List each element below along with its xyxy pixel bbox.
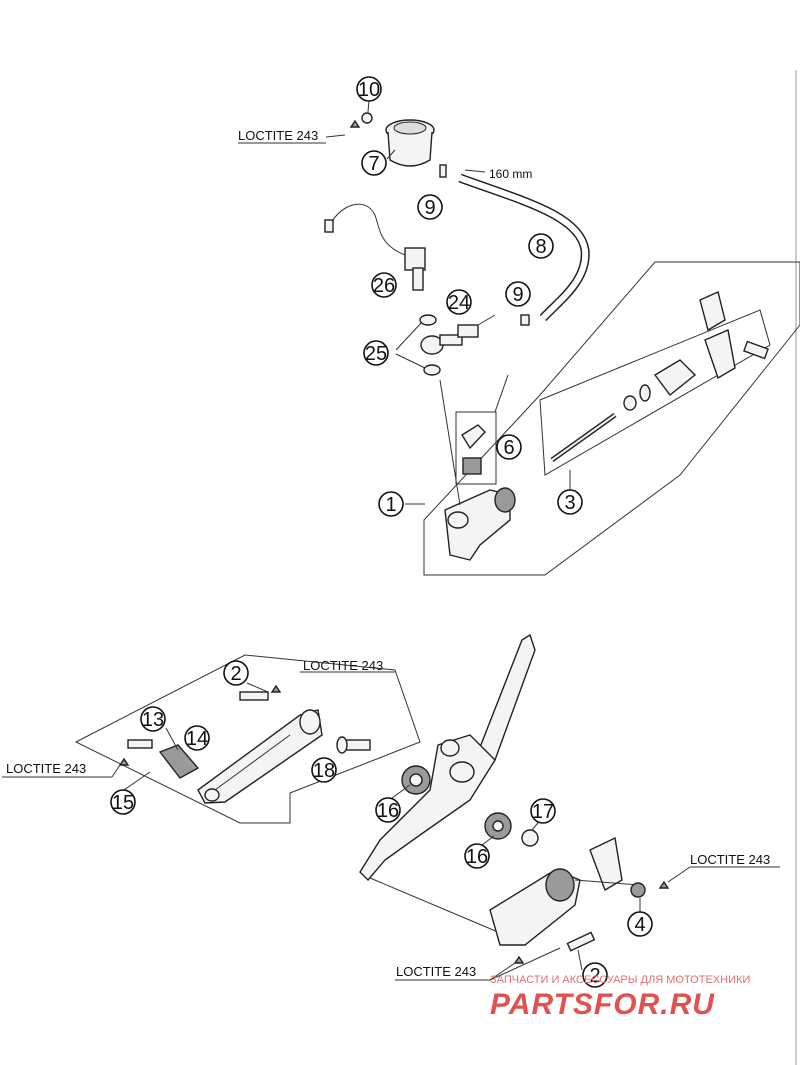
callout-16: 16 [464, 843, 490, 869]
callout-3: 3 [557, 489, 583, 515]
brake-fluid-reservoir [349, 112, 435, 167]
callout-number: 9 [424, 197, 435, 219]
hose-length-dimension: 160 mm [489, 167, 532, 181]
hose-connector [455, 411, 497, 485]
loctite-labels-lower: LOCTITE 243 LOCTITE 243 LOCTITE 243 LOCT… [6, 658, 770, 979]
group-frame-3 [539, 309, 771, 476]
mounted-master-cylinder [489, 836, 670, 964]
callout-number: 13 [142, 709, 164, 731]
callout-number: 10 [358, 79, 380, 101]
watermark-brand: PARTSFOR.RU [490, 988, 715, 1021]
loctite-label: LOCTITE 243 [238, 128, 318, 143]
loctite-label: LOCTITE 243 [6, 761, 86, 776]
callout-18: 18 [311, 757, 337, 783]
callout-24: 24 [446, 289, 472, 315]
callout-8: 8 [528, 233, 554, 259]
loctite-label: LOCTITE 243 [690, 852, 770, 867]
hose-clamp-icon [439, 164, 530, 326]
lower-assembly: LOCTITE 243 LOCTITE 243 LOCTITE 243 LOCT… [2, 633, 780, 981]
brake-pedal [359, 633, 536, 936]
footpeg-hardware [118, 684, 371, 779]
callout-number: 16 [377, 800, 399, 822]
loctite-label: LOCTITE 243 [396, 964, 476, 979]
callout-6: 6 [496, 434, 522, 460]
callout-number: 2 [230, 663, 241, 685]
loctite-label: LOCTITE 243 [303, 658, 383, 673]
lower-leader-lines [2, 671, 780, 981]
callout-number: 4 [634, 914, 645, 936]
callout-number: 16 [466, 846, 488, 868]
footpeg-bracket [197, 709, 323, 804]
callout-16: 16 [375, 797, 401, 823]
piston-kit [550, 291, 769, 463]
callout-15: 15 [110, 789, 136, 815]
callout-9: 9 [417, 194, 443, 220]
callout-25: 25 [363, 340, 389, 366]
watermark-tagline: ЗАПЧАСТИ И АКСЕССУАРЫ ДЛЯ МОТОТЕХНИКИ [490, 974, 750, 986]
callout-1: 1 [378, 491, 404, 517]
callout-number: 18 [313, 760, 335, 782]
callout-number: 15 [112, 792, 134, 814]
callout-number: 14 [186, 728, 208, 750]
callout-2: 2 [223, 660, 249, 686]
callout-14: 14 [184, 725, 210, 751]
callout-number: 7 [368, 153, 379, 175]
callout-number: 25 [365, 343, 387, 365]
callout-2: 2 [582, 962, 608, 988]
callout-17: 17 [530, 798, 556, 824]
callout-number: 2 [589, 965, 600, 987]
pedal-bearings [484, 812, 539, 847]
callout-number: 24 [448, 292, 470, 314]
group-frame-15 [74, 654, 421, 824]
hose-length-label: 160 mm [489, 167, 532, 181]
callout-number: 9 [512, 284, 523, 306]
loctite-label-group: LOCTITE 243 [238, 128, 326, 144]
banjo-fitting [419, 314, 496, 376]
brake-light-switch [324, 203, 426, 291]
watermark: ЗАПЧАСТИ И АКСЕССУАРЫ ДЛЯ МОТОТЕХНИКИ PA… [490, 974, 750, 1021]
callout-7: 7 [361, 150, 387, 176]
callout-4: 4 [627, 911, 653, 937]
callout-10: 10 [356, 76, 382, 102]
callout-number: 26 [373, 275, 395, 297]
callout-26: 26 [371, 272, 397, 298]
master-cylinder [439, 379, 516, 561]
callout-number: 6 [503, 437, 514, 459]
upper-leader-lines [325, 99, 571, 505]
callout-9: 9 [505, 281, 531, 307]
callout-number: 3 [564, 492, 575, 514]
group-frame-1 [423, 261, 800, 576]
callout-number: 8 [535, 236, 546, 258]
callout-number: 17 [532, 801, 554, 823]
callout-13: 13 [140, 706, 166, 732]
upper-assembly: 160 mm LOCTITE 243 [238, 99, 800, 576]
callout-number: 1 [385, 494, 396, 516]
